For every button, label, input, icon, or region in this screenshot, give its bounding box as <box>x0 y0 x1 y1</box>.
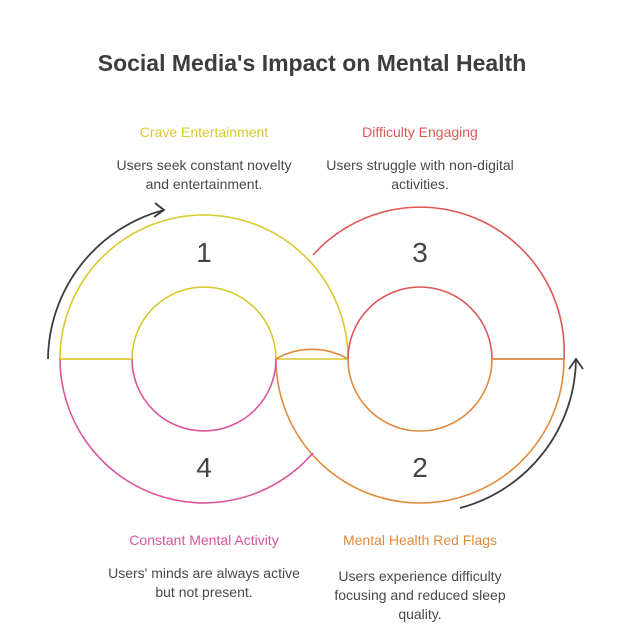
segment-crave-entertainment <box>59 214 349 360</box>
page-title: Social Media's Impact on Mental Health <box>97 50 527 76</box>
desc-crave-entertainment: Users seek constant novelty and entertai… <box>116 157 292 192</box>
segment-1-shape <box>59 214 349 360</box>
segment-number-3: 3 <box>412 237 428 268</box>
label-mental-health-red-flags: Mental Health Red Flags <box>342 532 498 548</box>
segment-number-4: 4 <box>196 452 212 483</box>
segment-number-1: 1 <box>196 237 212 268</box>
cycle-arrow-right <box>459 358 577 509</box>
label-crave-entertainment: Crave Entertainment <box>139 124 269 140</box>
segment-number-2: 2 <box>412 452 428 483</box>
segment-3-shape <box>312 206 566 360</box>
segment-difficulty-engaging <box>312 206 566 360</box>
segment-4-shape <box>59 358 314 504</box>
cycle-arrow-icon <box>47 202 584 509</box>
desc-mental-health-red-flags: Users experience difficulty focusing and… <box>334 568 506 622</box>
label-difficulty-engaging: Difficulty Engaging <box>362 124 478 140</box>
desc-constant-mental-activity: Users' minds are always active but not p… <box>108 565 300 600</box>
label-constant-mental-activity: Constant Mental Activity <box>129 532 279 548</box>
cycle-arrow-left <box>47 209 165 360</box>
cycle-arrow-right-head <box>568 357 584 370</box>
segment-constant-mental-activity <box>59 358 314 504</box>
cycle-arrow-left-head <box>153 202 166 218</box>
desc-difficulty-engaging: Users struggle with non-digital activiti… <box>326 157 514 192</box>
